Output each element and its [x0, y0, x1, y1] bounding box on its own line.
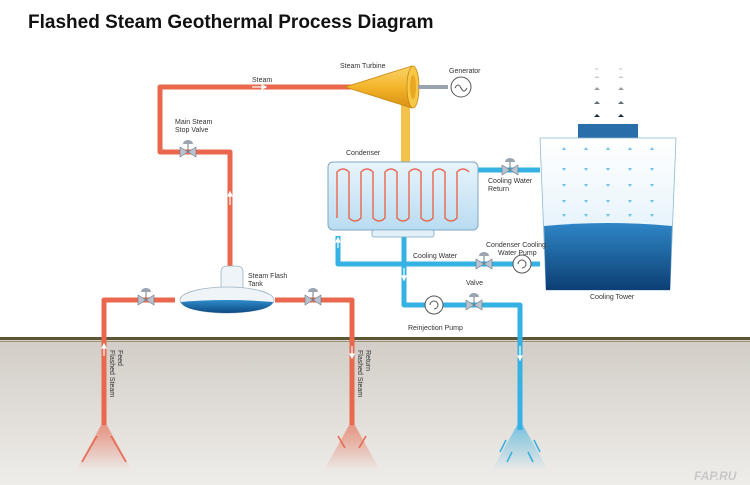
label-flashed-steam-return-line1: Flashed Steam	[356, 350, 363, 397]
label-main-steam-stop-valve-line1: Main Steam	[175, 119, 213, 126]
return-valve	[304, 288, 322, 306]
label-cooling-water-return-line1: Cooling Water	[488, 178, 533, 185]
label-generator: Generator	[449, 68, 481, 75]
reinjection-valve	[465, 293, 483, 311]
cooling-tower-vapor	[594, 68, 624, 117]
label-steam-turbine: Steam Turbine	[340, 63, 386, 70]
generator	[450, 76, 472, 98]
steam-turbine	[343, 65, 448, 109]
wellhead-plumes	[76, 420, 548, 470]
main-steam-stop-valve	[179, 140, 197, 158]
cooling-tower-fan-housing	[578, 124, 638, 138]
cooling-tower-spray	[562, 147, 654, 217]
label-flashed-steam-feed-line1: Flashed Steam	[108, 350, 115, 397]
turbine-shaft	[418, 85, 448, 89]
label-condenser: Condenser	[346, 150, 381, 157]
label-flashed-steam-feed-line2: Feed	[116, 350, 123, 366]
label-condenser-cooling-water-pump-line2: Water Pump	[498, 250, 537, 257]
pump-icon	[429, 300, 439, 310]
label-flashed-steam-return-line2: Return	[364, 350, 371, 371]
label-cooling-water: Cooling Water	[413, 253, 458, 260]
page-title: Flashed Steam Geothermal Process Diagram	[28, 12, 434, 33]
pump-icon	[517, 259, 527, 269]
label-steam-flash-tank-line2: Tank	[248, 281, 263, 288]
ground-line	[0, 337, 750, 340]
steam-flash-tank	[179, 265, 275, 314]
cooling-water-valve	[475, 252, 493, 270]
condenser-cooling-water-pump	[512, 254, 532, 274]
label-cooling-tower: Cooling Tower	[590, 294, 635, 301]
cooling-tower	[539, 68, 677, 291]
feed-valve	[137, 288, 155, 306]
reinjection-pump	[424, 295, 444, 315]
label-reinjection-pump: Reinjection Pump	[408, 325, 463, 332]
label-valve: Valve	[466, 280, 483, 287]
condenser	[327, 161, 479, 238]
label-cooling-water-return-line2: Return	[488, 186, 509, 193]
label-main-steam-stop-valve-line2: Stop Valve	[175, 127, 208, 134]
flow-arrows	[101, 84, 523, 362]
generator-sine-icon	[454, 84, 468, 92]
watermark-logo: FAP.RU	[694, 469, 737, 483]
label-steam-flash-tank-line1: Steam Flash	[248, 273, 287, 280]
diagram-labels: Steam Steam Turbine Generator Main Steam…	[108, 63, 635, 397]
condenser-coil	[336, 168, 470, 222]
label-condenser-cooling-water-pump-line1: Condenser Cooling	[486, 242, 546, 249]
label-steam: Steam	[252, 77, 272, 84]
flashed-steam-return-pipe	[275, 297, 355, 425]
cooling-water-return-valve	[501, 158, 519, 176]
turbine-exhaust-duct	[401, 100, 410, 162]
